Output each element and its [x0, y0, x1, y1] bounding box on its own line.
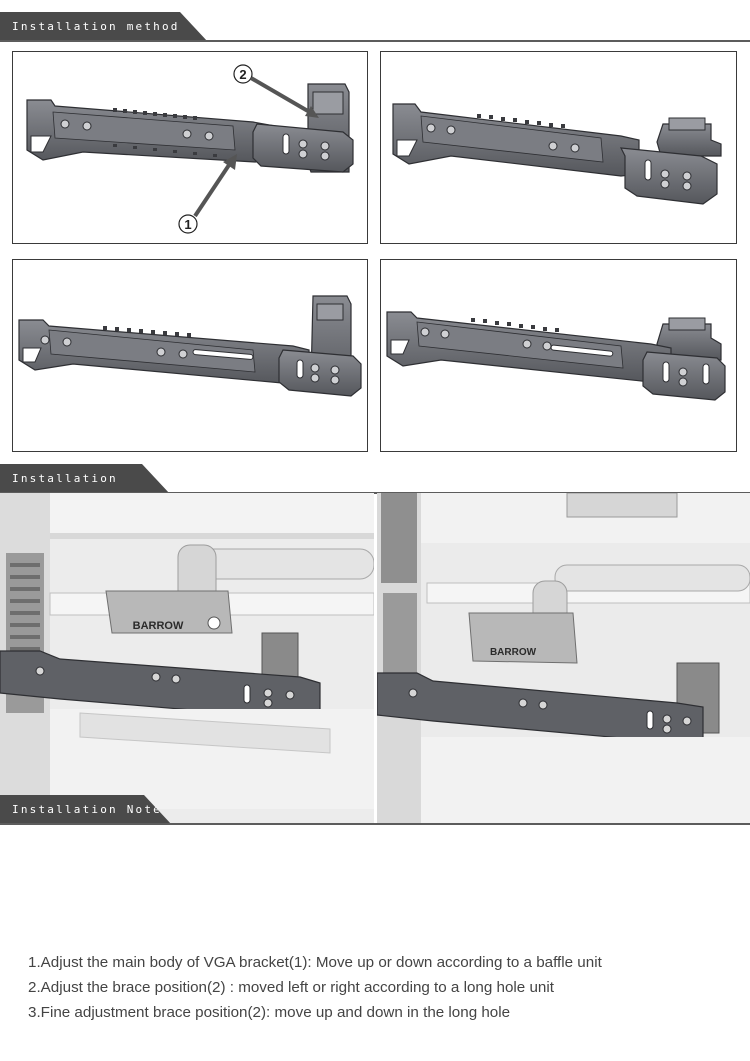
section-rule	[0, 823, 750, 825]
note-item: 3.Fine adjustment brace position(2): mov…	[28, 1004, 511, 1021]
installation-example-header: Installation example	[0, 464, 750, 494]
bracket-diagram-extended	[18, 295, 362, 397]
diagram-panel-3	[12, 259, 368, 452]
note-item: 2.Adjust the brace position(2) : moved l…	[28, 979, 554, 996]
installation-notes-header: Installation Notes	[0, 795, 750, 825]
callout-2-label: 2	[239, 67, 246, 82]
brand-label: BARROW	[490, 647, 537, 658]
brand-label: BARROW	[133, 620, 184, 632]
callout-1-label: 1	[184, 217, 191, 232]
diagram-panel-4	[380, 259, 737, 452]
section-rule	[0, 492, 750, 494]
section-title: Installation example	[0, 464, 170, 494]
bracket-diagram-annotated: 2 1	[26, 64, 354, 234]
photo-illustration: BARROW	[377, 493, 750, 825]
installation-photo-left: BARROW	[0, 493, 374, 825]
installation-method-header: Installation method	[0, 12, 750, 42]
section-title: Installation Notes	[0, 795, 172, 825]
section-title: Installation method	[0, 12, 208, 42]
installation-photo-right: BARROW	[377, 493, 750, 825]
note-item: 1.Adjust the main body of VGA bracket(1)…	[28, 954, 602, 971]
section-rule	[0, 40, 750, 42]
bracket-diagram-brace-moved	[392, 103, 722, 205]
photo-illustration: BARROW	[0, 493, 374, 825]
bracket-diagram-fine-adjust	[386, 311, 726, 401]
installation-notes-list: 1.Adjust the main body of VGA bracket(1)…	[28, 950, 602, 1025]
diagram-panel-1: 2 1	[12, 51, 368, 244]
diagram-panel-2	[380, 51, 737, 244]
